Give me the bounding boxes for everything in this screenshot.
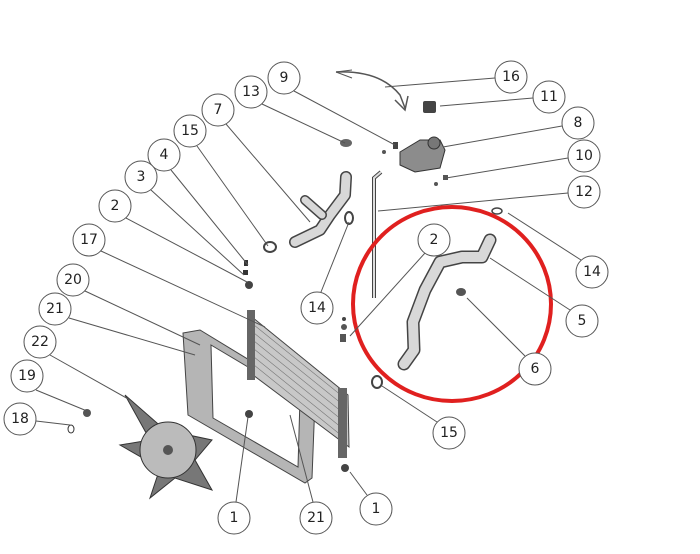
svg-text:18: 18 — [11, 411, 29, 427]
clamp-6 — [456, 288, 466, 296]
callout-6: 6 — [466, 297, 552, 386]
svg-text:22: 22 — [31, 334, 49, 350]
svg-text:14: 14 — [583, 264, 601, 280]
svg-text:13: 13 — [242, 84, 260, 100]
svg-text:1: 1 — [372, 501, 381, 517]
callout-2-highlighted: 2 — [349, 223, 451, 337]
callout-15: 15 — [173, 114, 269, 247]
callout-14-right: 14 — [507, 212, 609, 289]
svg-text:14: 14 — [308, 300, 326, 316]
clamp-15-bottom — [371, 375, 383, 389]
callout-20: 20 — [56, 263, 201, 346]
callout-1-right: 1 — [349, 471, 393, 526]
shroud-20 — [182, 329, 316, 484]
svg-text:10: 10 — [575, 148, 593, 164]
callout-12: 12 — [377, 175, 601, 212]
svg-text:5: 5 — [578, 313, 587, 329]
svg-text:12: 12 — [575, 184, 593, 200]
expansion-tank-8 — [399, 136, 446, 173]
fan-22 — [118, 394, 214, 500]
callout-2: 2 — [98, 189, 248, 283]
svg-text:19: 19 — [18, 368, 36, 384]
callout-13: 13 — [234, 75, 346, 144]
svg-text:2: 2 — [111, 198, 120, 214]
callout-15-bottom: 15 — [381, 385, 466, 450]
callout-11: 11 — [439, 80, 566, 114]
callout-7: 7 — [201, 93, 311, 223]
svg-text:4: 4 — [160, 147, 169, 163]
clamp-14-right — [491, 207, 503, 215]
callout-18: 18 — [3, 402, 71, 436]
svg-text:16: 16 — [502, 69, 520, 85]
svg-text:3: 3 — [137, 169, 146, 185]
callout-19: 19 — [10, 359, 88, 412]
svg-text:20: 20 — [64, 272, 82, 288]
callout-16: 16 — [384, 60, 528, 94]
callouts: 16 11 9 13 8 7 15 10 4 3 12 2 17 2 14 20… — [3, 60, 609, 535]
bolts-1 — [245, 410, 349, 472]
callout-8: 8 — [442, 106, 595, 148]
svg-text:21: 21 — [307, 510, 325, 526]
cap-11-part — [423, 101, 436, 113]
callout-9: 9 — [267, 61, 396, 146]
callout-22: 22 — [23, 325, 131, 401]
clamp-13 — [340, 139, 352, 147]
arrow-16-part — [335, 69, 409, 112]
svg-text:7: 7 — [214, 102, 223, 118]
radiator-17 — [247, 310, 350, 458]
parts-18-19 — [67, 409, 91, 434]
callout-5: 5 — [489, 257, 599, 338]
callout-21-bottom: 21 — [289, 414, 333, 535]
clamp-14 — [344, 211, 354, 225]
svg-text:15: 15 — [181, 123, 199, 139]
svg-text:15: 15 — [440, 425, 458, 441]
highlight-circle — [351, 205, 553, 403]
screw-10 — [434, 175, 448, 186]
callout-10: 10 — [445, 139, 601, 179]
pipe-12 — [372, 170, 383, 298]
callout-4: 4 — [147, 138, 249, 266]
svg-text:2: 2 — [430, 232, 439, 248]
callout-1-left: 1 — [217, 416, 251, 535]
svg-text:8: 8 — [574, 115, 583, 131]
callout-14-mid: 14 — [300, 221, 350, 325]
hose-7 — [289, 171, 352, 248]
clamp-15 — [263, 241, 277, 253]
screw-9 — [382, 142, 398, 154]
svg-text:1: 1 — [230, 510, 239, 526]
svg-text:11: 11 — [540, 89, 558, 105]
svg-text:9: 9 — [280, 70, 289, 86]
svg-text:21: 21 — [46, 301, 64, 317]
callout-17: 17 — [72, 223, 266, 328]
svg-text:17: 17 — [80, 232, 98, 248]
callout-21: 21 — [38, 292, 196, 356]
callout-3: 3 — [124, 160, 245, 276]
hose-5 — [397, 233, 497, 371]
svg-text:6: 6 — [531, 361, 540, 377]
